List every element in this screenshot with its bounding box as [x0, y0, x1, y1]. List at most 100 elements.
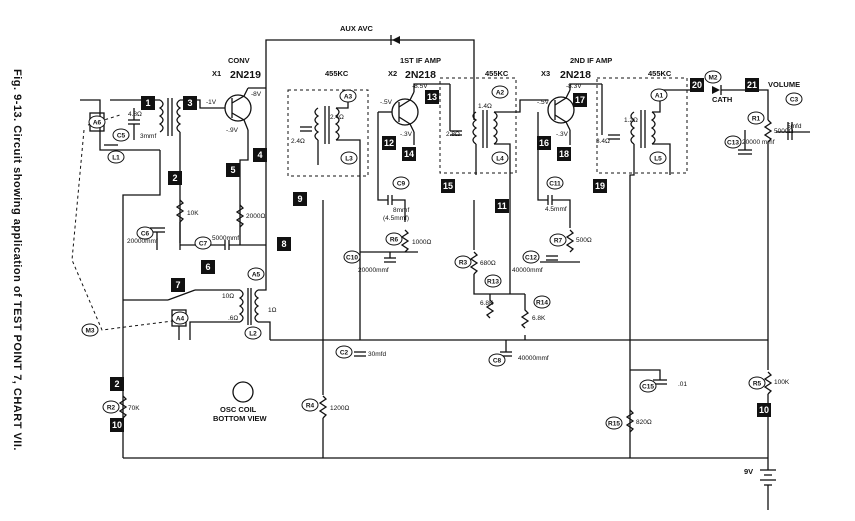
freq-label-1: 455KC [325, 69, 349, 78]
component-a4: A4 [171, 311, 189, 325]
detector-diode [712, 86, 720, 94]
svg-text:10: 10 [112, 420, 122, 430]
val-if1-e: -.3V [400, 131, 413, 138]
component-c11: C11 [546, 176, 564, 190]
svg-text:C7: C7 [199, 241, 208, 248]
val-r1: 5000Ω [774, 128, 793, 135]
val-r15: 820Ω [636, 419, 652, 426]
test-point-5: 5 [226, 163, 240, 177]
test-point-7: 7 [171, 278, 185, 292]
val-c10: 20000mmf [358, 267, 389, 274]
val-c9b: (4.5mmf) [383, 215, 409, 222]
if2-title: 2ND IF AMP [570, 56, 612, 65]
component-c5: C5 [112, 128, 130, 142]
test-point-6: 6 [201, 260, 215, 274]
osc-coil-label-1: OSC COIL [220, 405, 257, 414]
svg-text:R15: R15 [608, 421, 620, 428]
svg-text:C6: C6 [141, 231, 150, 238]
svg-text:C5: C5 [117, 133, 126, 140]
svg-text:R1: R1 [752, 116, 761, 123]
svg-text:5: 5 [230, 165, 235, 175]
val-ohm-28: 2.8Ω [446, 131, 460, 138]
component-c3: C3 [785, 92, 803, 106]
component-c15: C15 [639, 379, 657, 393]
test-points: 12345678910111213141516171819202121010 [110, 78, 771, 432]
test-point-13: 13 [425, 90, 439, 104]
component-r15: R15 [605, 416, 623, 430]
test-point-10: 10 [110, 418, 124, 432]
svg-text:M3: M3 [85, 328, 94, 335]
test-point-15: 15 [441, 179, 455, 193]
svg-text:C12: C12 [525, 255, 537, 262]
test-point-8: 8 [277, 237, 291, 251]
component-r1: R1 [747, 111, 765, 125]
svg-text:A1: A1 [655, 93, 664, 100]
test-point-2: 2 [168, 171, 182, 185]
test-point-20: 20 [690, 78, 704, 92]
val-10k: 10K [187, 210, 199, 217]
component-r5: R5 [748, 376, 766, 390]
svg-text:8: 8 [281, 239, 286, 249]
svg-text:L4: L4 [496, 156, 504, 163]
component-l1: L1 [107, 150, 125, 164]
svg-text:L3: L3 [345, 156, 353, 163]
test-point-17: 17 [573, 93, 587, 107]
if1-title: 1ST IF AMP [400, 56, 441, 65]
conv-type: 2N219 [230, 69, 261, 81]
test-point-2: 2 [110, 377, 124, 391]
val-c15: .01 [678, 381, 687, 388]
val-conv-b: -1V [206, 99, 217, 106]
component-r2: R2 [102, 400, 120, 414]
svg-text:L1: L1 [112, 155, 120, 162]
conv-title: CONV [228, 56, 250, 65]
svg-text:11: 11 [497, 201, 507, 211]
component-r13: R13 [484, 274, 502, 288]
val-ohm-24b: 2.4Ω [291, 138, 305, 145]
svg-text:L5: L5 [654, 156, 662, 163]
if2-ref: X3 [541, 69, 550, 78]
val-if2-e: -.3V [556, 131, 569, 138]
svg-text:C8: C8 [493, 358, 502, 365]
component-a1: A1 [650, 88, 668, 102]
svg-text:C9: C9 [397, 181, 406, 188]
val-r13: 6.8K [480, 300, 494, 307]
val-c5-ohm: 4.8Ω [128, 111, 142, 118]
val-c7: 5000mmf [212, 235, 239, 242]
val-batt: 9V [744, 467, 753, 476]
val-ohm-24: 2.4Ω [330, 114, 344, 121]
osc-coil-label-2: BOTTOM VIEW [213, 414, 268, 423]
svg-text:14: 14 [404, 149, 414, 159]
svg-text:9: 9 [297, 194, 302, 204]
component-a2: A2 [491, 85, 509, 99]
val-ohm-10: 10Ω [222, 293, 234, 300]
aux-avc-label: AUX AVC [340, 24, 374, 33]
test-point-12: 12 [382, 136, 396, 150]
svg-text:R2: R2 [107, 405, 116, 412]
component-c9: C9 [392, 176, 410, 190]
val-c8: 40000mmf [518, 355, 549, 362]
val-c3: 5mfd [787, 123, 802, 130]
circled-labels: A6C5L1C6C7A5A4L2M3R2A3L3R4C2C9R6C10R3R13… [81, 70, 803, 430]
svg-text:10: 10 [759, 405, 769, 415]
svg-text:2: 2 [172, 173, 177, 183]
component-c7: C7 [194, 236, 212, 250]
test-point-14: 14 [402, 147, 416, 161]
conv-ref: X1 [212, 69, 221, 78]
val-2000: 2000Ω [246, 213, 265, 220]
val-ohm-34: 3.4Ω [596, 138, 610, 145]
component-c2: C2 [335, 345, 353, 359]
svg-text:18: 18 [559, 149, 569, 159]
val-r5: 100K [774, 379, 790, 386]
component-r7: R7 [549, 233, 567, 247]
test-point-10: 10 [757, 403, 771, 417]
val-if1-c: -8.5V [412, 83, 428, 90]
val-c12: 40000mmf [512, 267, 543, 274]
val-if2-b: -.5V [537, 99, 550, 106]
if2-type: 2N218 [560, 69, 591, 81]
svg-text:17: 17 [575, 95, 585, 105]
test-point-9: 9 [293, 192, 307, 206]
val-c6: 20000mmf [127, 238, 158, 245]
val-c13: 20000 mmf [742, 139, 775, 146]
svg-text:L2: L2 [249, 331, 257, 338]
freq-label-2: 455KC [485, 69, 509, 78]
